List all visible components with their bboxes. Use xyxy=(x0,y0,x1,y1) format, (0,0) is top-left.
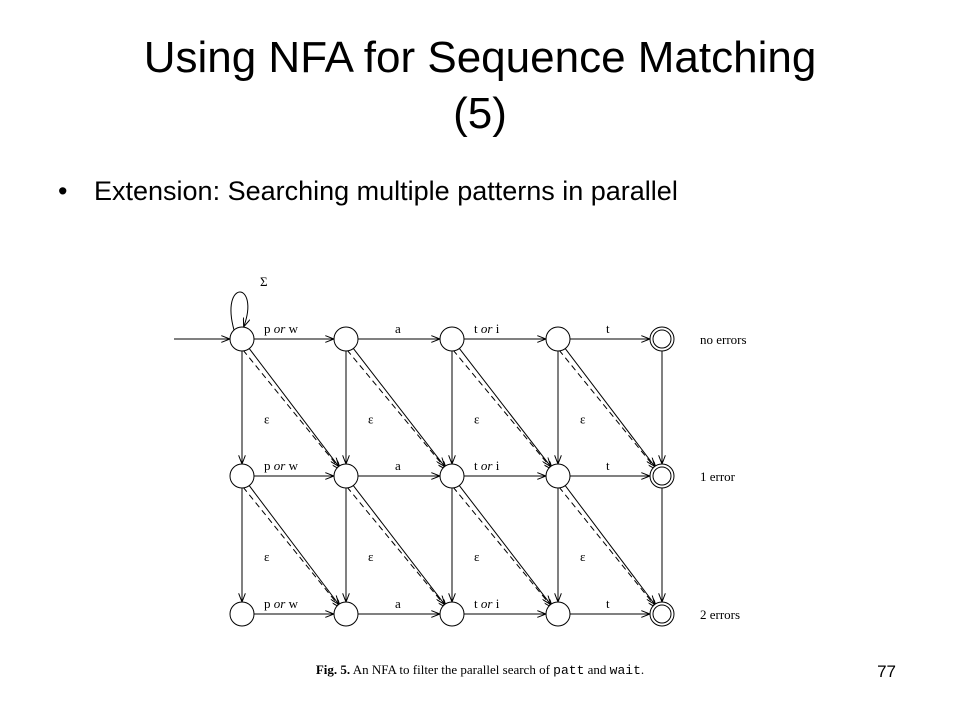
nfa-state xyxy=(545,601,571,627)
nfa-state xyxy=(545,463,571,489)
diagonal-epsilon-transition xyxy=(346,486,446,607)
nfa-state xyxy=(229,601,255,627)
transition-label: t xyxy=(606,321,610,336)
sigma-label: Σ xyxy=(260,274,268,289)
epsilon-label: ε xyxy=(580,549,586,564)
epsilon-label: ε xyxy=(368,412,374,427)
diagonal-epsilon-transition xyxy=(452,486,552,607)
nfa-state xyxy=(649,463,675,489)
error-row-label: no errors xyxy=(700,332,747,347)
bullet-icon: • xyxy=(58,176,68,206)
epsilon-label: ε xyxy=(474,412,480,427)
transition-label: t or i xyxy=(474,321,500,336)
transition-label: t or i xyxy=(474,596,500,611)
nfa-state xyxy=(439,601,465,627)
nfa-diagram: Σp or w a t or i t p or w a t or i t p or w a t or… xyxy=(174,274,747,627)
nfa-state xyxy=(333,463,359,489)
accepting-state-ring xyxy=(652,329,672,349)
caption-code-wait: wait xyxy=(609,663,641,678)
accepting-state-ring xyxy=(652,604,672,624)
diagonal-transition xyxy=(564,485,654,604)
caption-text-mid: and xyxy=(584,662,610,677)
diagonal-transition xyxy=(564,348,654,466)
error-row-label: 2 errors xyxy=(700,607,740,622)
nfa-state xyxy=(649,326,675,352)
page-number: 77 xyxy=(877,662,896,681)
nfa-state xyxy=(333,601,359,627)
diagonal-epsilon-transition xyxy=(452,349,552,469)
nfa-state xyxy=(333,326,359,352)
diagonal-epsilon-transition xyxy=(558,486,656,607)
slide-title: Using NFA for Sequence Matching (5) xyxy=(0,30,960,142)
diagonal-epsilon-transition xyxy=(558,349,656,469)
transition-label: a xyxy=(395,458,401,473)
transition-label: t xyxy=(606,596,610,611)
nfa-state xyxy=(439,326,465,352)
caption-code-patt: patt xyxy=(553,663,585,678)
transition-label: t xyxy=(606,458,610,473)
nfa-edges xyxy=(174,291,662,614)
diagonal-transition xyxy=(458,348,550,465)
transition-label: p or w xyxy=(264,458,299,473)
slide-title-line-1: Using NFA for Sequence Matching xyxy=(143,33,817,82)
caption-figure-label: Fig. 5. xyxy=(315,662,351,677)
transition-label: p or w xyxy=(264,596,299,611)
epsilon-label: ε xyxy=(474,549,480,564)
bullet-item: • Extension: Searching multiple patterns… xyxy=(58,176,678,207)
nfa-state xyxy=(229,326,255,352)
nfa-state xyxy=(229,463,255,489)
nfa-labels: Σp or w a t or i t p or w a t or i t p or w a t or… xyxy=(260,274,747,622)
epsilon-label: ε xyxy=(264,549,270,564)
caption-text-before: An NFA to filter the parallel search of xyxy=(350,662,554,677)
nfa-state xyxy=(649,601,675,627)
bullet-text: Extension: Searching multiple patterns i… xyxy=(94,176,678,206)
accepting-state-ring xyxy=(652,466,672,486)
nfa-state xyxy=(439,463,465,489)
diagonal-transition xyxy=(352,348,444,465)
diagonal-epsilon-transition xyxy=(242,349,340,469)
diagonal-transition xyxy=(458,485,550,604)
diagonal-epsilon-transition xyxy=(346,349,446,469)
figure-caption: Fig. 5. An NFA to filter the parallel se… xyxy=(0,662,960,678)
transition-label: a xyxy=(395,321,401,336)
transition-label: p or w xyxy=(264,321,299,336)
nfa-state xyxy=(545,326,571,352)
diagonal-transition xyxy=(248,348,338,466)
nfa-states xyxy=(229,326,675,627)
self-loop-arrow xyxy=(230,291,248,331)
diagonal-transition xyxy=(248,485,338,604)
epsilon-label: ε xyxy=(264,412,270,427)
diagonal-epsilon-transition xyxy=(242,486,340,607)
diagonal-transition xyxy=(352,485,444,604)
caption-text-after: . xyxy=(640,662,645,677)
error-row-label: 1 error xyxy=(700,469,736,484)
transition-label: t or i xyxy=(474,458,500,473)
epsilon-label: ε xyxy=(580,412,586,427)
slide-title-line-2: (5) xyxy=(453,89,507,138)
transition-label: a xyxy=(395,596,401,611)
epsilon-label: ε xyxy=(368,549,374,564)
